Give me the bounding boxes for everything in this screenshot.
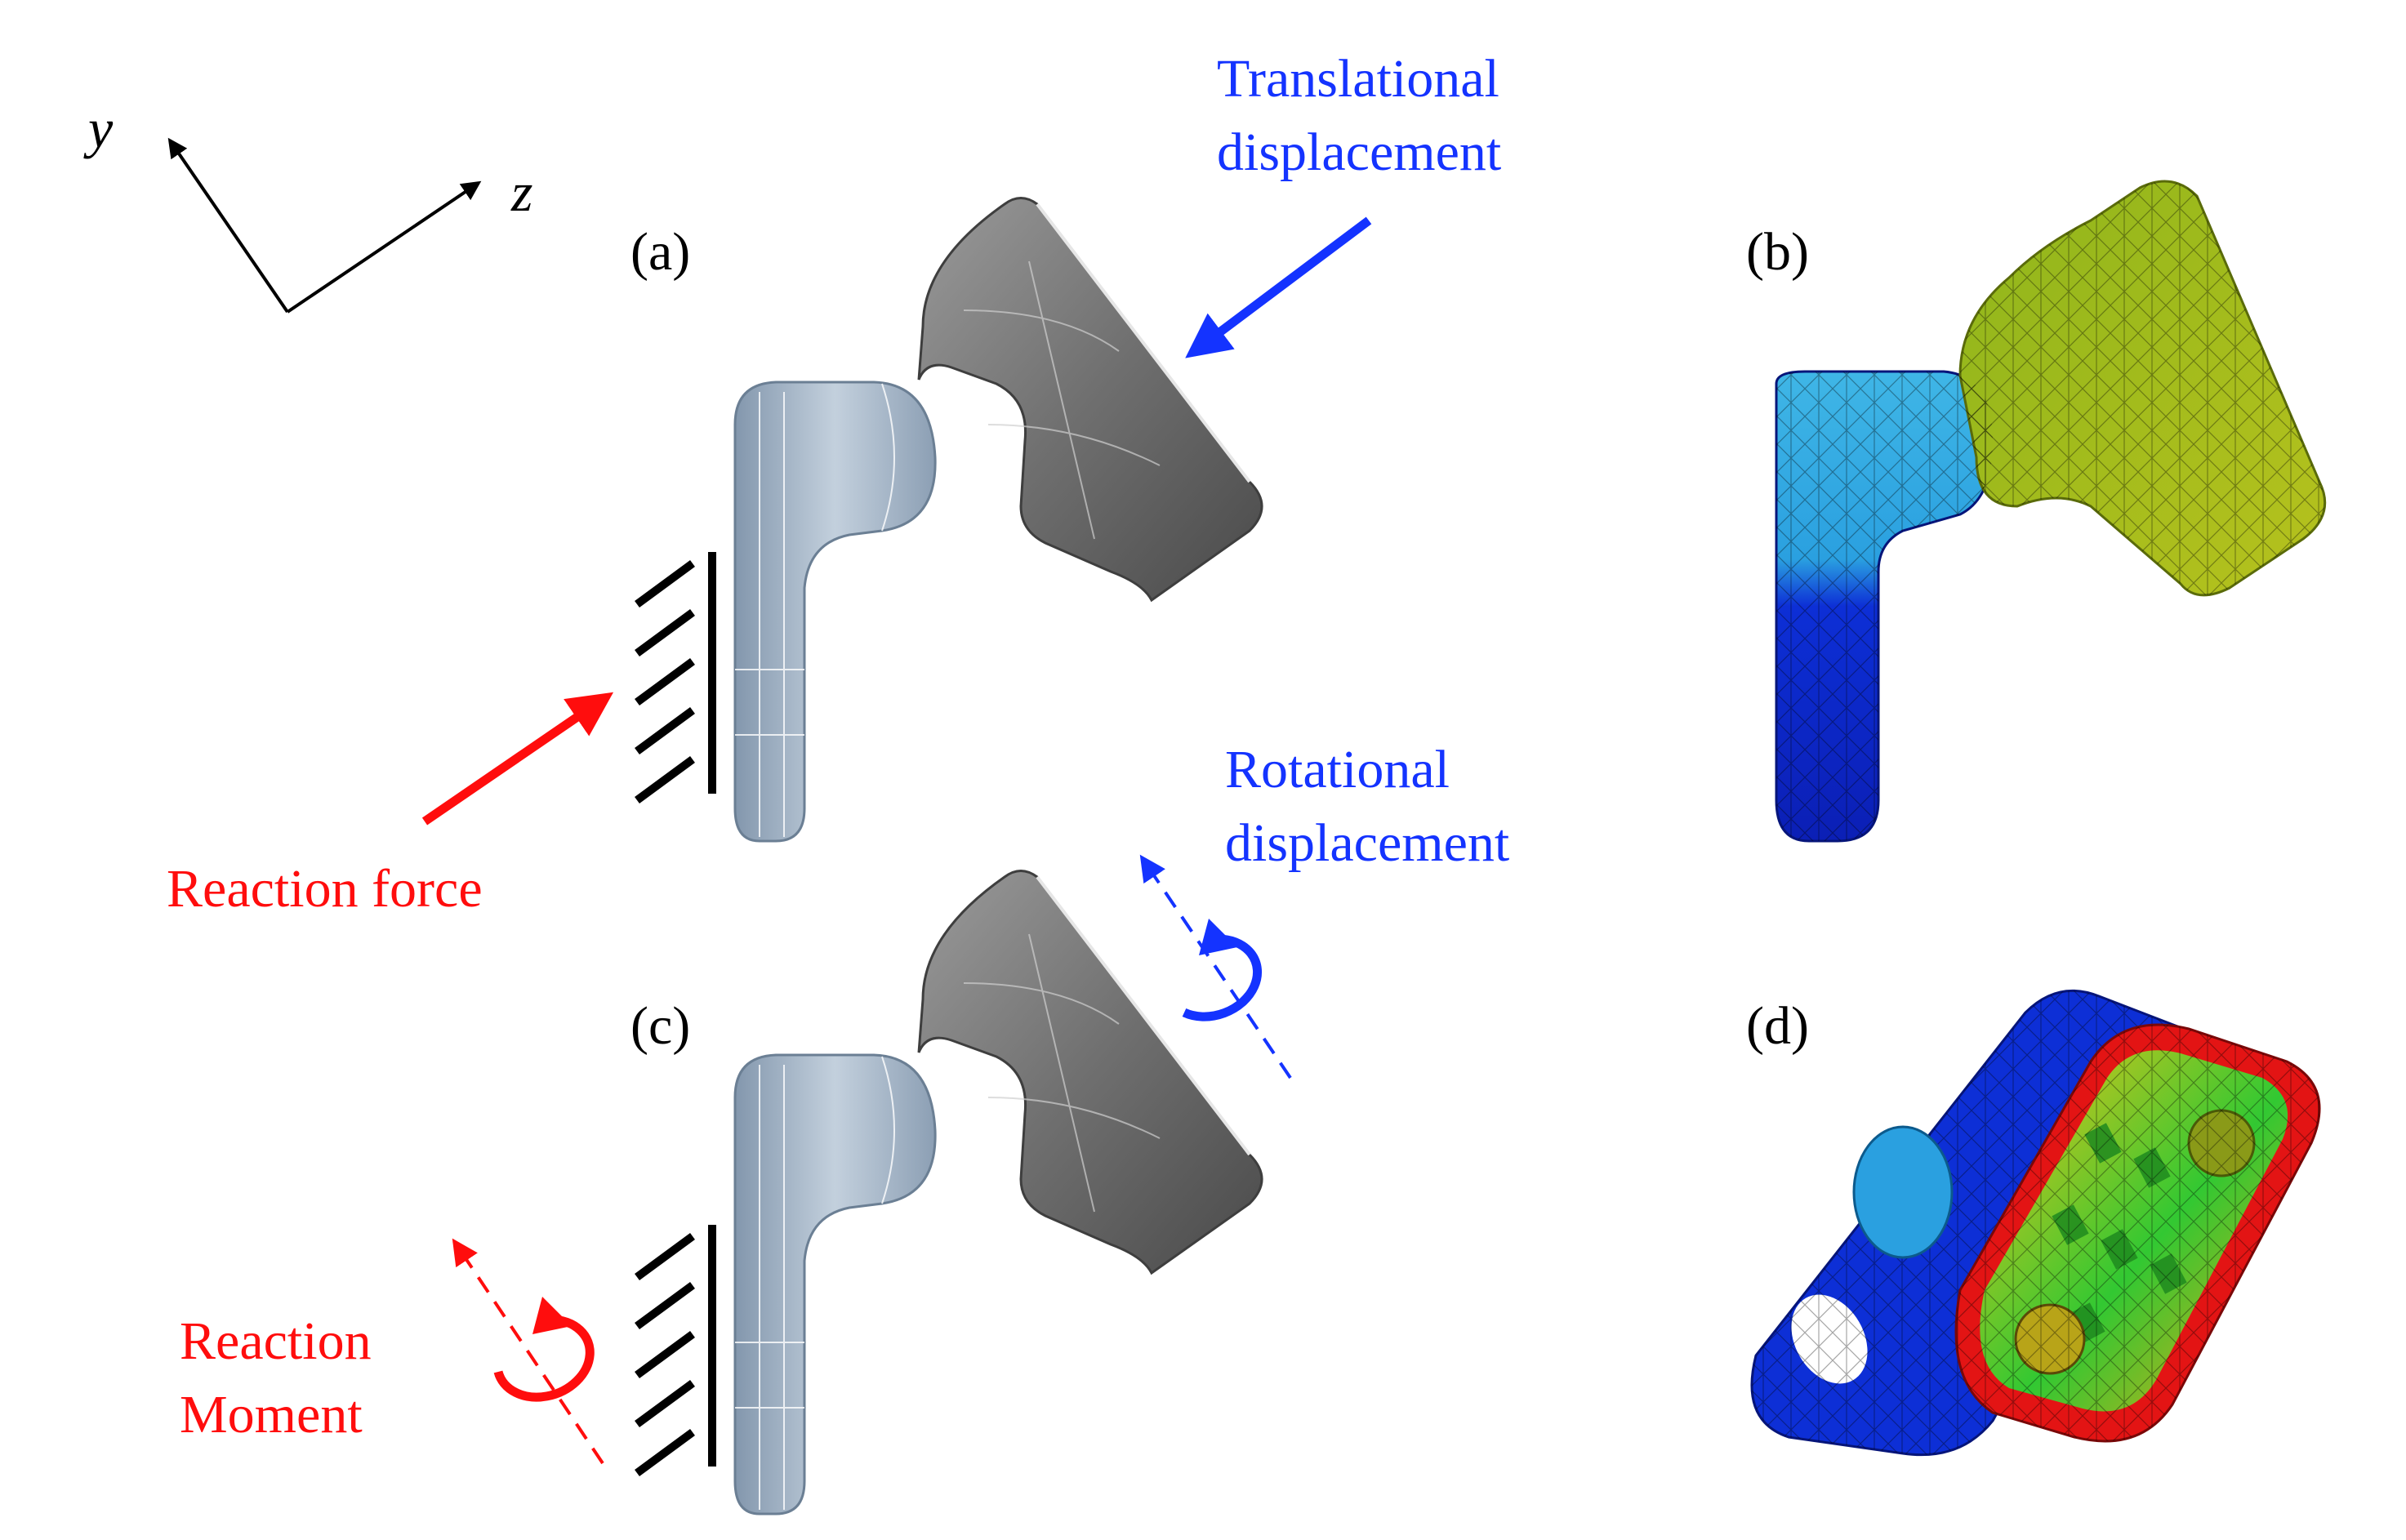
panel-a-model: [635, 197, 1263, 843]
moving-part-a: [917, 197, 1263, 603]
translational-displacement-arrow: [1185, 216, 1372, 358]
support-part-c: [733, 1053, 937, 1516]
y-axis-label: y: [83, 97, 114, 159]
translational-label-line1: Translational: [1217, 49, 1499, 109]
reaction-moment-label-line1: Reaction: [180, 1311, 372, 1371]
fixed-support-c: [635, 1225, 716, 1477]
rotational-displacement-symbol: [1139, 854, 1292, 1079]
panel-label-b: (b): [1746, 222, 1809, 282]
reaction-moment-symbol: [452, 1238, 604, 1465]
moving-part-c: [917, 870, 1263, 1275]
panel-c-model: [635, 870, 1263, 1516]
panel-b-mesh-result: [1775, 180, 2327, 843]
fixed-support-a: [635, 552, 716, 804]
panel-label-a: (a): [630, 222, 690, 282]
panel-label-d: (d): [1746, 996, 1809, 1056]
reaction-moment-label-line2: Moment: [180, 1385, 363, 1444]
translational-label-line2: displacement: [1217, 122, 1501, 182]
support-part-a: [733, 381, 937, 843]
rotational-label-line1: Rotational: [1225, 740, 1450, 799]
rotational-label-line2: displacement: [1225, 813, 1509, 873]
z-axis-label: z: [510, 161, 532, 223]
panel-label-c: (c): [630, 996, 690, 1056]
panel-d-stress-result: [1750, 989, 2321, 1457]
coordinate-axes: y z: [83, 97, 532, 314]
reaction-force-label: Reaction force: [167, 859, 483, 919]
reaction-force-arrow: [421, 692, 614, 826]
